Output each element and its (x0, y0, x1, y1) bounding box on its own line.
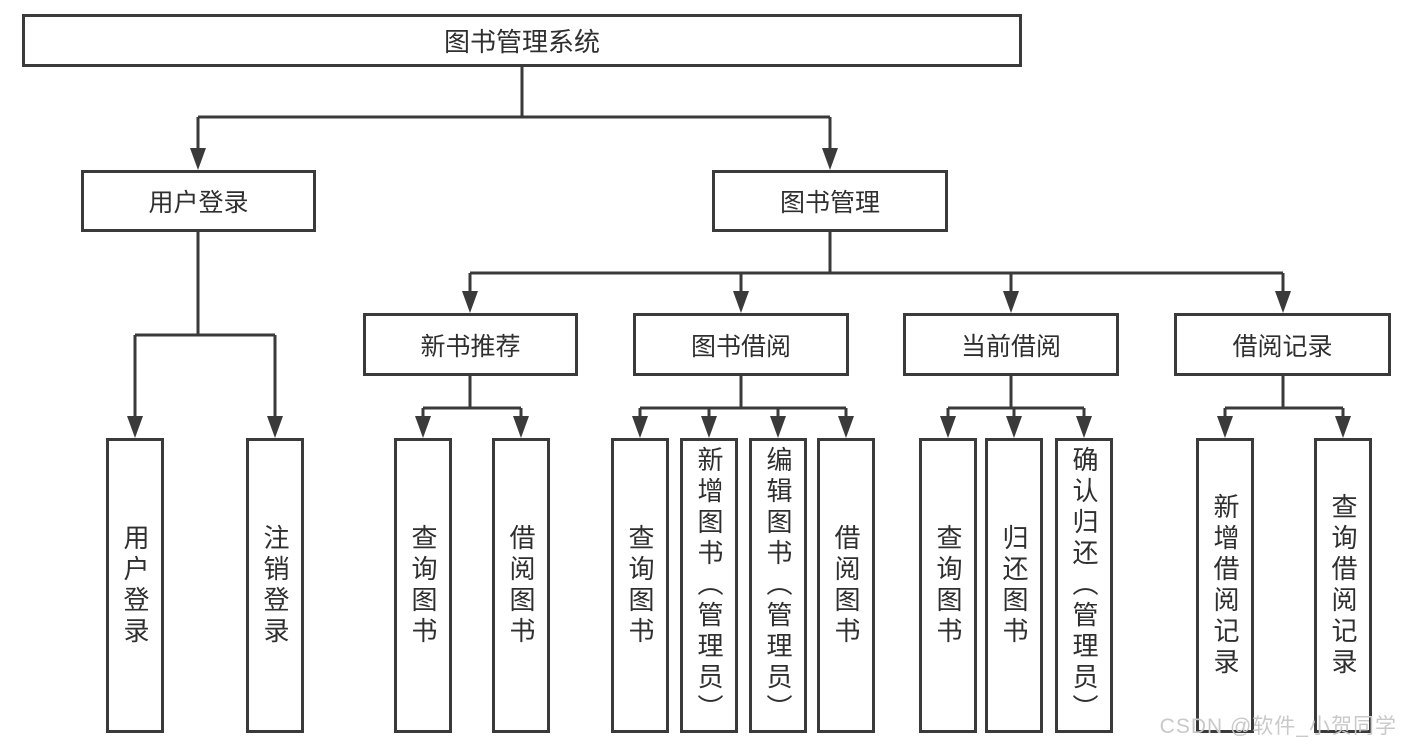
arrowhead-down-icon (1076, 416, 1092, 438)
node-current-borrowing: 当前借阅 (903, 313, 1119, 376)
leaf-user-login: 用户登录 (106, 438, 164, 733)
node-new-book-recommend: 新书推荐 (363, 313, 578, 376)
arrowhead-down-icon (770, 416, 786, 438)
connector-records-to-leaves (1217, 376, 1351, 438)
arrowhead-down-icon (1217, 416, 1233, 438)
node-user-login: 用户登录 (81, 170, 316, 232)
connector-root-to-level1 (190, 67, 838, 170)
leaf-borrow-books-borrow: 借阅图书 (817, 438, 875, 733)
arrowhead-down-icon (267, 416, 283, 438)
arrowhead-down-icon (1006, 416, 1022, 438)
leaf-return-books: 归还图书 (985, 438, 1043, 733)
arrowhead-down-icon (513, 416, 529, 438)
leaf-logout: 注销登录 (246, 438, 304, 733)
leaf-edit-book-admin: 编辑图书（管理员） (749, 438, 807, 733)
leaf-query-books-newbook: 查询图书 (394, 438, 452, 733)
leaf-confirm-return-admin: 确认归还（管理员） (1055, 438, 1113, 733)
leaf-add-book-admin: 新增图书（管理员） (680, 438, 738, 733)
arrowhead-down-icon (701, 416, 717, 438)
arrowhead-down-icon (1335, 416, 1351, 438)
node-borrowing-records: 借阅记录 (1174, 313, 1391, 376)
leaf-query-books-borrow: 查询图书 (611, 438, 669, 733)
connector-user-login-to-leaves (127, 232, 283, 438)
leaf-add-borrow-record: 新增借阅记录 (1196, 438, 1254, 733)
leaf-query-books-current: 查询图书 (919, 438, 977, 733)
arrowhead-down-icon (733, 291, 749, 313)
arrowhead-down-icon (632, 416, 648, 438)
arrowhead-down-icon (838, 416, 854, 438)
node-library-system: 图书管理系统 (22, 14, 1022, 67)
connector-borrow-to-leaves (632, 376, 854, 438)
node-book-management: 图书管理 (712, 170, 948, 232)
connector-current-to-leaves (940, 376, 1092, 438)
connector-book-mgmt-to-level2 (462, 232, 1291, 313)
arrowhead-down-icon (1275, 291, 1291, 313)
arrowhead-down-icon (940, 416, 956, 438)
arrowhead-down-icon (415, 416, 431, 438)
arrowhead-down-icon (462, 291, 478, 313)
arrowhead-down-icon (822, 148, 838, 170)
connector-newbook-to-leaves (415, 376, 529, 438)
arrowhead-down-icon (1003, 291, 1019, 313)
csdn-watermark: CSDN @软件_小贺同学 (1159, 715, 1397, 738)
leaf-query-borrow-record: 查询借阅记录 (1314, 438, 1372, 733)
arrowhead-down-icon (190, 148, 206, 170)
arrowhead-down-icon (127, 416, 143, 438)
leaf-borrow-books-newbook: 借阅图书 (492, 438, 550, 733)
node-book-borrowing: 图书借阅 (633, 313, 849, 376)
